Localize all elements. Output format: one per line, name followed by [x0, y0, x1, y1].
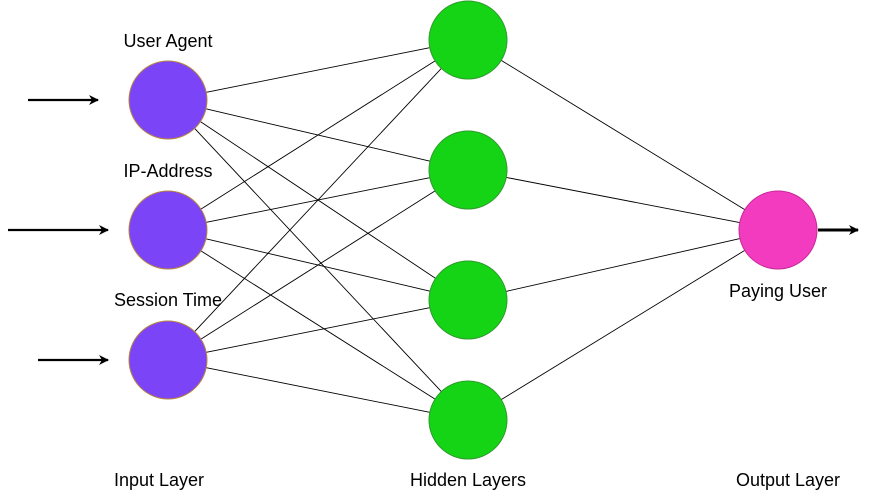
input-label-session-time: Session Time	[114, 290, 222, 310]
edge-input-2-hidden-1	[200, 60, 436, 210]
hidden-node-3	[428, 260, 508, 340]
edge-input-3-hidden-3	[206, 307, 430, 353]
output-layer-nodes	[738, 190, 818, 270]
edge-hidden-1-output-1	[501, 59, 745, 211]
output-node-paying-user	[738, 190, 818, 270]
edge-input-1-hidden-1	[206, 47, 430, 93]
input-label-user-agent: User Agent	[123, 31, 212, 51]
edge-input-2-hidden-4	[200, 250, 436, 400]
input-arrows	[8, 95, 109, 365]
input-node-ip-address	[128, 190, 208, 270]
hidden-node-1	[428, 0, 508, 80]
edge-input-1-hidden-4	[194, 128, 442, 392]
edge-hidden-3-output-1	[505, 238, 741, 292]
edge-hidden-2-output-1	[506, 176, 740, 224]
layer-label-hidden: Hidden Layers	[410, 470, 526, 490]
edge-hidden-4-output-1	[501, 249, 745, 401]
hidden-node-4	[428, 380, 508, 460]
input-layer-nodes	[128, 60, 208, 400]
hidden-layer-nodes	[428, 0, 508, 460]
hidden-node-2	[428, 130, 508, 210]
layer-label-output: Output Layer	[736, 470, 840, 490]
input-label-ip-address: IP-Address	[123, 161, 212, 181]
input-node-session-time	[128, 320, 208, 400]
edge-input-3-hidden-4	[206, 367, 430, 413]
edge-input-3-hidden-1	[194, 68, 442, 332]
edge-input-3-hidden-2	[200, 190, 436, 340]
input-node-user-agent	[128, 60, 208, 140]
connections	[194, 47, 745, 413]
layer-label-input: Input Layer	[114, 470, 204, 490]
output-label-paying-user: Paying User	[729, 281, 827, 301]
